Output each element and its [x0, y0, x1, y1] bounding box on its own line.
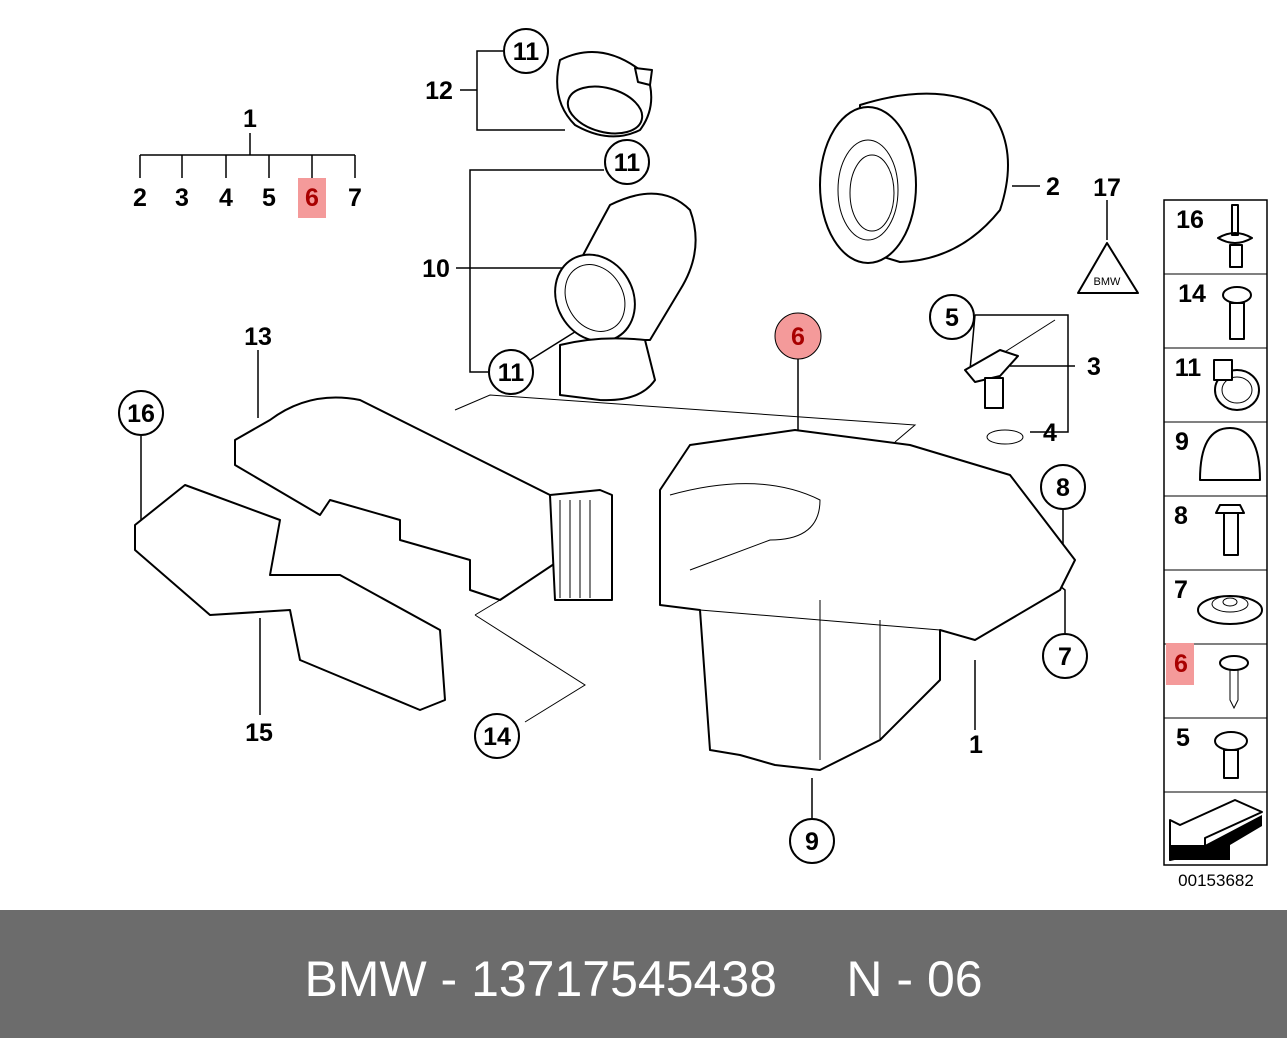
svg-text:9: 9 — [1175, 428, 1189, 456]
svg-text:7: 7 — [1174, 576, 1188, 604]
svg-text:9: 9 — [805, 828, 819, 856]
callout-16[interactable]: 16 — [118, 390, 164, 436]
callout-2[interactable]: 2 — [1046, 173, 1060, 201]
plain-callouts: 12 10 13 15 2 17 3 4 1 — [244, 77, 1121, 759]
tree-parent-label: 1 — [243, 105, 257, 133]
svg-text:11: 11 — [614, 149, 641, 177]
tree-child-6[interactable]: 6 — [305, 184, 319, 212]
footer-bar — [0, 910, 1287, 1038]
svg-text:6: 6 — [1174, 650, 1188, 678]
svg-text:11: 11 — [1175, 354, 1202, 382]
svg-text:14: 14 — [483, 723, 511, 751]
part-tree: 1 2 3 4 5 6 7 — [133, 105, 362, 218]
part-15-lower-duct — [134, 484, 446, 711]
svg-text:11: 11 — [513, 38, 540, 66]
svg-text:8: 8 — [1174, 502, 1188, 530]
part-2-filter-element — [819, 92, 1009, 264]
part-3-mass-air-sensor — [964, 349, 1024, 445]
callout-4[interactable]: 4 — [1043, 419, 1057, 447]
callout-5[interactable]: 5 — [929, 294, 975, 340]
svg-text:8: 8 — [1056, 474, 1070, 502]
callout-11-top[interactable]: 11 — [503, 28, 549, 74]
callout-7[interactable]: 7 — [1042, 633, 1088, 679]
panel-row-7[interactable]: 7 — [1174, 576, 1263, 625]
panel-row-6-highlighted[interactable]: 6 — [1166, 643, 1249, 710]
callout-12[interactable]: 12 — [425, 77, 453, 105]
small-parts-panel: 16 14 11 9 8 7 6 5 — [1163, 199, 1268, 890]
callout-15[interactable]: 15 — [245, 719, 273, 747]
part-13-upper-duct — [234, 396, 613, 601]
diagram-number: 00153682 — [1178, 871, 1254, 890]
callout-9[interactable]: 9 — [789, 818, 835, 864]
part-10-intake-hose — [554, 192, 697, 402]
callout-13[interactable]: 13 — [244, 323, 272, 351]
leader-lines — [140, 50, 1108, 818]
svg-text:5: 5 — [945, 304, 959, 332]
svg-text:14: 14 — [1178, 280, 1206, 308]
callout-3[interactable]: 3 — [1087, 353, 1101, 381]
svg-text:16: 16 — [127, 400, 155, 428]
panel-row-11[interactable]: 11 — [1175, 354, 1260, 411]
callout-17[interactable]: 17 — [1093, 174, 1121, 202]
circled-callouts: 11 11 11 16 6 5 8 7 14 9 — [118, 28, 1088, 864]
part-number-caption: BMW - 13717545438 N - 06 — [304, 951, 983, 1007]
part-17-warning-label: BMW — [1077, 242, 1139, 294]
tree-highlight — [298, 178, 326, 218]
svg-text:16: 16 — [1176, 206, 1204, 234]
panel-row-8[interactable]: 8 — [1174, 502, 1245, 556]
callout-1[interactable]: 1 — [969, 731, 983, 759]
callout-6-highlighted[interactable]: 6 — [774, 312, 822, 360]
tree-child-2[interactable]: 2 — [133, 184, 147, 212]
callout-8[interactable]: 8 — [1040, 464, 1086, 510]
part-1-air-filter-housing — [659, 429, 1076, 771]
tree-child-5[interactable]: 5 — [262, 184, 276, 212]
tree-child-3[interactable]: 3 — [175, 184, 189, 212]
callout-11-low[interactable]: 11 — [488, 349, 534, 395]
parts-diagram: 1 2 3 4 5 6 7 — [118, 28, 1268, 890]
svg-text:7: 7 — [1058, 643, 1072, 671]
callout-14[interactable]: 14 — [474, 713, 520, 759]
panel-row-5[interactable]: 5 — [1176, 724, 1248, 779]
svg-text:5: 5 — [1176, 724, 1190, 752]
arrow-icon[interactable] — [1169, 799, 1263, 861]
svg-text:BMW: BMW — [1094, 276, 1122, 288]
panel-row-14[interactable]: 14 — [1178, 280, 1252, 340]
tree-child-7[interactable]: 7 — [348, 184, 362, 212]
callout-11-mid[interactable]: 11 — [604, 139, 650, 185]
panel-row-9[interactable]: 9 — [1175, 427, 1261, 481]
svg-text:6: 6 — [791, 323, 805, 351]
svg-text:11: 11 — [498, 359, 525, 387]
part-12-intake-boot — [556, 51, 653, 138]
tree-child-4[interactable]: 4 — [219, 184, 233, 212]
callout-10[interactable]: 10 — [422, 255, 450, 283]
panel-row-16[interactable]: 16 — [1176, 204, 1253, 268]
